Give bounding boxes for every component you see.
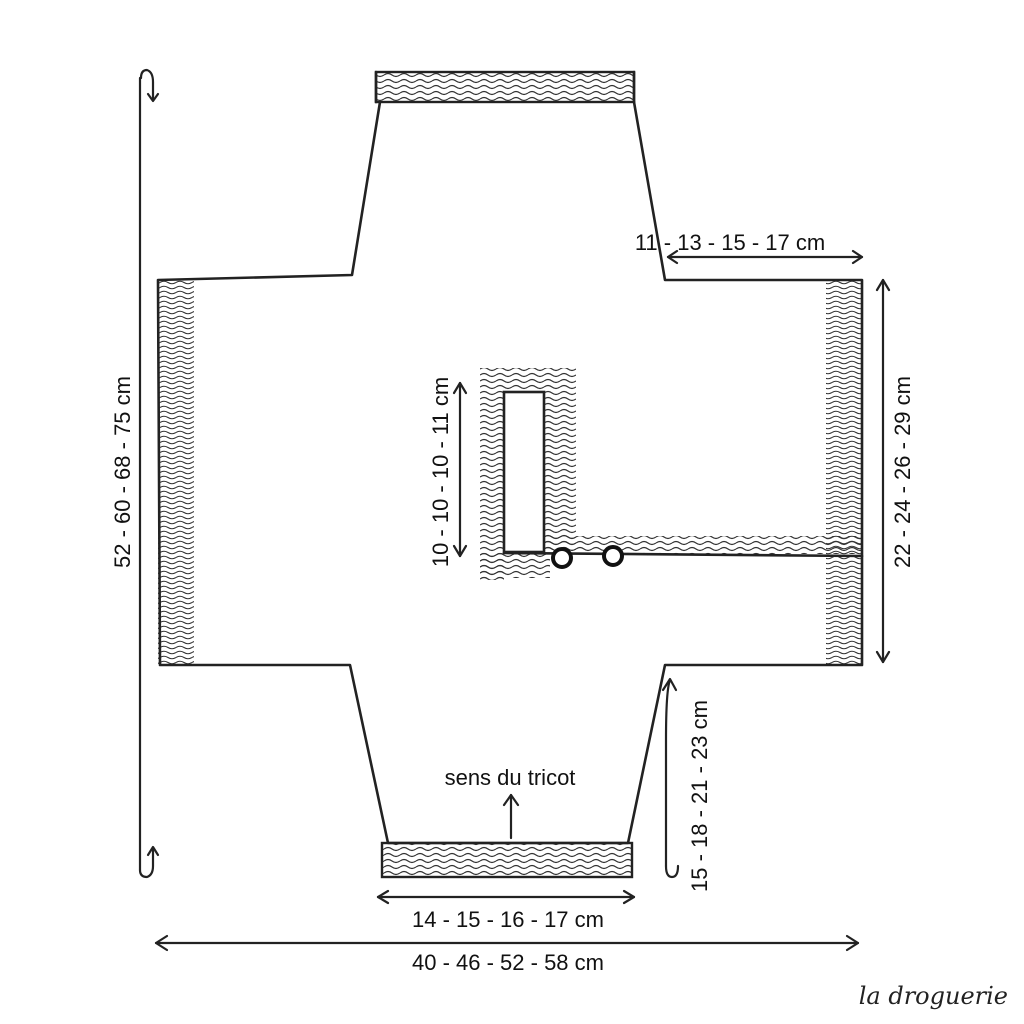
- pocket-border-right: [544, 390, 576, 550]
- lower-height-label: 15 - 18 - 21 - 23 cm: [687, 700, 712, 892]
- total-length-arrow: [138, 68, 160, 879]
- knit-direction-label: sens du tricot: [445, 765, 576, 790]
- pocket-height-arrow: [452, 381, 468, 558]
- pocket-opening: [502, 390, 546, 554]
- button-2: [602, 545, 624, 567]
- top-band: [374, 70, 636, 104]
- brand-logo: la droguerie: [859, 982, 1008, 1010]
- total-length-label: 52 - 60 - 68 - 75 cm: [110, 376, 135, 568]
- shoulder-width-label: 11 - 13 - 15 - 17 cm: [635, 230, 825, 255]
- shoulder-width-arrow: [666, 249, 864, 265]
- bottom-band: [380, 841, 634, 879]
- bottom-band-width-label: 14 - 15 - 16 - 17 cm: [412, 907, 604, 932]
- bottom-band-width-arrow: [376, 889, 636, 905]
- pocket-height-label: 10 - 10 - 10 - 11 cm: [428, 377, 453, 567]
- side-height-arrow: [875, 278, 891, 664]
- total-width-arrow: [154, 934, 860, 952]
- buttonhole-band: [545, 536, 862, 554]
- pocket-border-left: [480, 390, 504, 580]
- pocket-border-bottom: [480, 553, 550, 578]
- button-1: [551, 547, 573, 569]
- total-width-label: 40 - 46 - 52 - 58 cm: [412, 950, 604, 975]
- left-band: [158, 280, 194, 665]
- side-height-label: 22 - 24 - 26 - 29 cm: [890, 376, 915, 568]
- lower-height-arrow: [661, 677, 680, 879]
- right-band: [826, 280, 862, 665]
- knit-direction-arrow: [502, 793, 520, 840]
- pocket-border-top: [480, 368, 576, 390]
- garment-outline: [156, 100, 864, 845]
